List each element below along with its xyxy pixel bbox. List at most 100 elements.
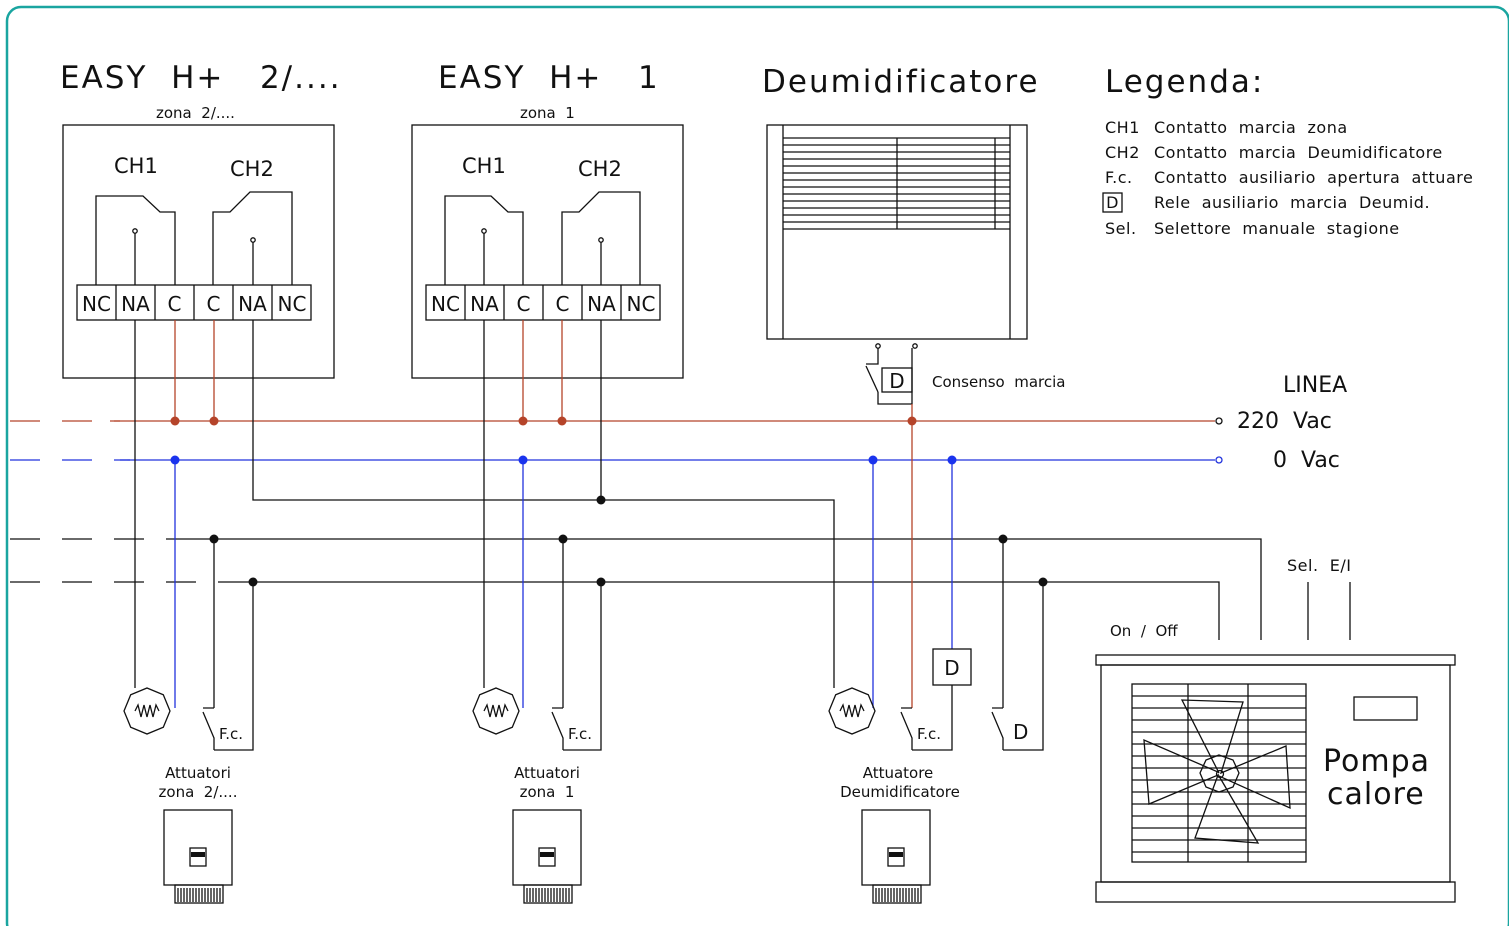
relay-d-box: [881, 367, 913, 393]
controller-title: EASY H+ 1: [438, 60, 660, 96]
ch1-label: CH1: [462, 154, 506, 178]
legend-d-box: [1102, 192, 1123, 213]
actuator-label: Attuatori: [514, 764, 580, 782]
legend-key: Sel.: [1105, 219, 1137, 238]
common-line-1: [10, 538, 1262, 640]
relay-d-coil: D: [932, 648, 972, 686]
controller-box: [62, 124, 335, 379]
legend: Legenda: CH1 Contatto marcia zona CH2 Co…: [1102, 64, 1473, 238]
fc-label: F.c.: [219, 725, 243, 743]
linea-label: LINEA: [1283, 373, 1347, 398]
terminal-c: C: [517, 292, 531, 316]
actuator-label: zona 2/....: [159, 783, 238, 801]
actuator-symbol: [123, 687, 171, 735]
controller-zone-label: zona 2/....: [156, 104, 235, 122]
terminal-c: C: [556, 292, 570, 316]
onoff-label: On / Off: [1110, 622, 1178, 640]
heat-pump-label: calore: [1327, 777, 1425, 812]
ch2-label: CH2: [578, 157, 622, 181]
fc-contact-zone-2: F.c.: [202, 707, 243, 750]
terminal-nc: NC: [627, 292, 656, 316]
ch1-relay-contact: [95, 195, 176, 285]
legend-text: Contatto ausiliario apertura attuare: [1154, 168, 1473, 187]
junction-dot: [248, 577, 258, 587]
junction-dot: [557, 416, 567, 426]
actuator-label: zona 1: [520, 783, 575, 801]
actuator-dehumidifier: Attuatore Deumidificatore: [828, 687, 960, 801]
legend-key: CH2: [1105, 143, 1140, 162]
fc-label: F.c.: [568, 725, 592, 743]
ch2-relay-contact: [561, 191, 641, 285]
d-contact-label: D: [1013, 720, 1028, 744]
legend-key: D: [1106, 193, 1119, 212]
fc-contact-zone-1: F.c.: [551, 707, 592, 750]
heat-pump-top: [1095, 654, 1456, 666]
legend-text: Contatto marcia Deumidificatore: [1154, 143, 1443, 162]
junction-dot: [209, 416, 219, 426]
terminal-block: NC NA C C NA NC: [76, 284, 312, 321]
legend-text: Rele ausiliario marcia Deumid.: [1154, 193, 1430, 212]
dehumidifier-unit-icon: [766, 124, 1028, 340]
actuator-label: Attuatore: [863, 764, 934, 782]
legend-key: F.c.: [1105, 168, 1133, 187]
junction-dot: [596, 495, 606, 505]
ch2-relay-contact: [212, 191, 293, 285]
junction-dot: [596, 577, 606, 587]
relay-d-label: D: [944, 656, 959, 680]
fc-label: F.c.: [917, 725, 941, 743]
legend-text: Selettore manuale stagione: [1154, 219, 1400, 238]
ch1-label: CH1: [114, 154, 158, 178]
terminal-nc: NC: [82, 292, 111, 316]
neutral-label: 0 Vac: [1273, 448, 1340, 473]
legend-title: Legenda:: [1105, 64, 1264, 100]
junction-dots: [170, 416, 1048, 587]
actuator-symbol: [828, 687, 876, 735]
terminal-nc: NC: [278, 292, 307, 316]
controller-box: [411, 124, 684, 379]
junction-dot: [868, 455, 878, 465]
consent-relay-contact: D: [865, 343, 918, 405]
junction-dot: [947, 455, 957, 465]
wiring: [134, 320, 1351, 751]
terminal-c: C: [168, 292, 182, 316]
actuator-label: Attuatori: [165, 764, 231, 782]
actuator-device-icon: [512, 809, 582, 904]
junction-dot: [998, 534, 1008, 544]
d-contact: D: [991, 707, 1028, 750]
controller-zone-1: EASY H+ 1 zona 1 CH1 CH2 NC NA C C NA NC: [411, 60, 684, 379]
heat-pump-display: [1353, 696, 1418, 721]
dehumidifier: Deumidificatore D Consenso marcia: [762, 64, 1065, 405]
legend-key: CH1: [1105, 118, 1140, 137]
heat-pump: On / Off Sel. E/I Pompa calore: [1095, 556, 1456, 903]
terminal-na: NA: [587, 292, 616, 316]
actuator-label: Deumidificatore: [840, 783, 960, 801]
controller-zone-label: zona 1: [520, 104, 575, 122]
dehumidifier-title: Deumidificatore: [762, 64, 1040, 100]
selector-label: Sel. E/I: [1287, 556, 1351, 575]
terminal-na: NA: [121, 292, 150, 316]
line-labels: LINEA 220 Vac 0 Vac: [1237, 373, 1347, 473]
heat-pump-label: Pompa: [1323, 744, 1430, 779]
junction-dot: [170, 455, 180, 465]
phase-line: [10, 417, 1223, 425]
actuator-zone-2: Attuatori zona 2/....: [123, 687, 238, 801]
fan-grille-icon: [1131, 683, 1307, 863]
junction-dot: [1038, 577, 1048, 587]
relay-d-label: D: [889, 369, 904, 393]
heat-pump-base: [1095, 881, 1456, 903]
junction-dot: [558, 534, 568, 544]
terminal-na: NA: [470, 292, 499, 316]
junction-dot: [518, 455, 528, 465]
phase-label: 220 Vac: [1237, 409, 1332, 434]
common-line-2: [10, 581, 1220, 640]
terminal-nc: NC: [431, 292, 460, 316]
terminal-block: NC NA C C NA NC: [425, 284, 661, 321]
ch1-relay-contact: [444, 195, 524, 285]
terminal-na: NA: [238, 292, 267, 316]
actuator-zone-1: Attuatori zona 1: [472, 687, 580, 801]
legend-text: Contatto marcia zona: [1154, 118, 1348, 137]
junction-dot: [170, 416, 180, 426]
fc-contact-dehumidifier: F.c.: [900, 707, 941, 750]
